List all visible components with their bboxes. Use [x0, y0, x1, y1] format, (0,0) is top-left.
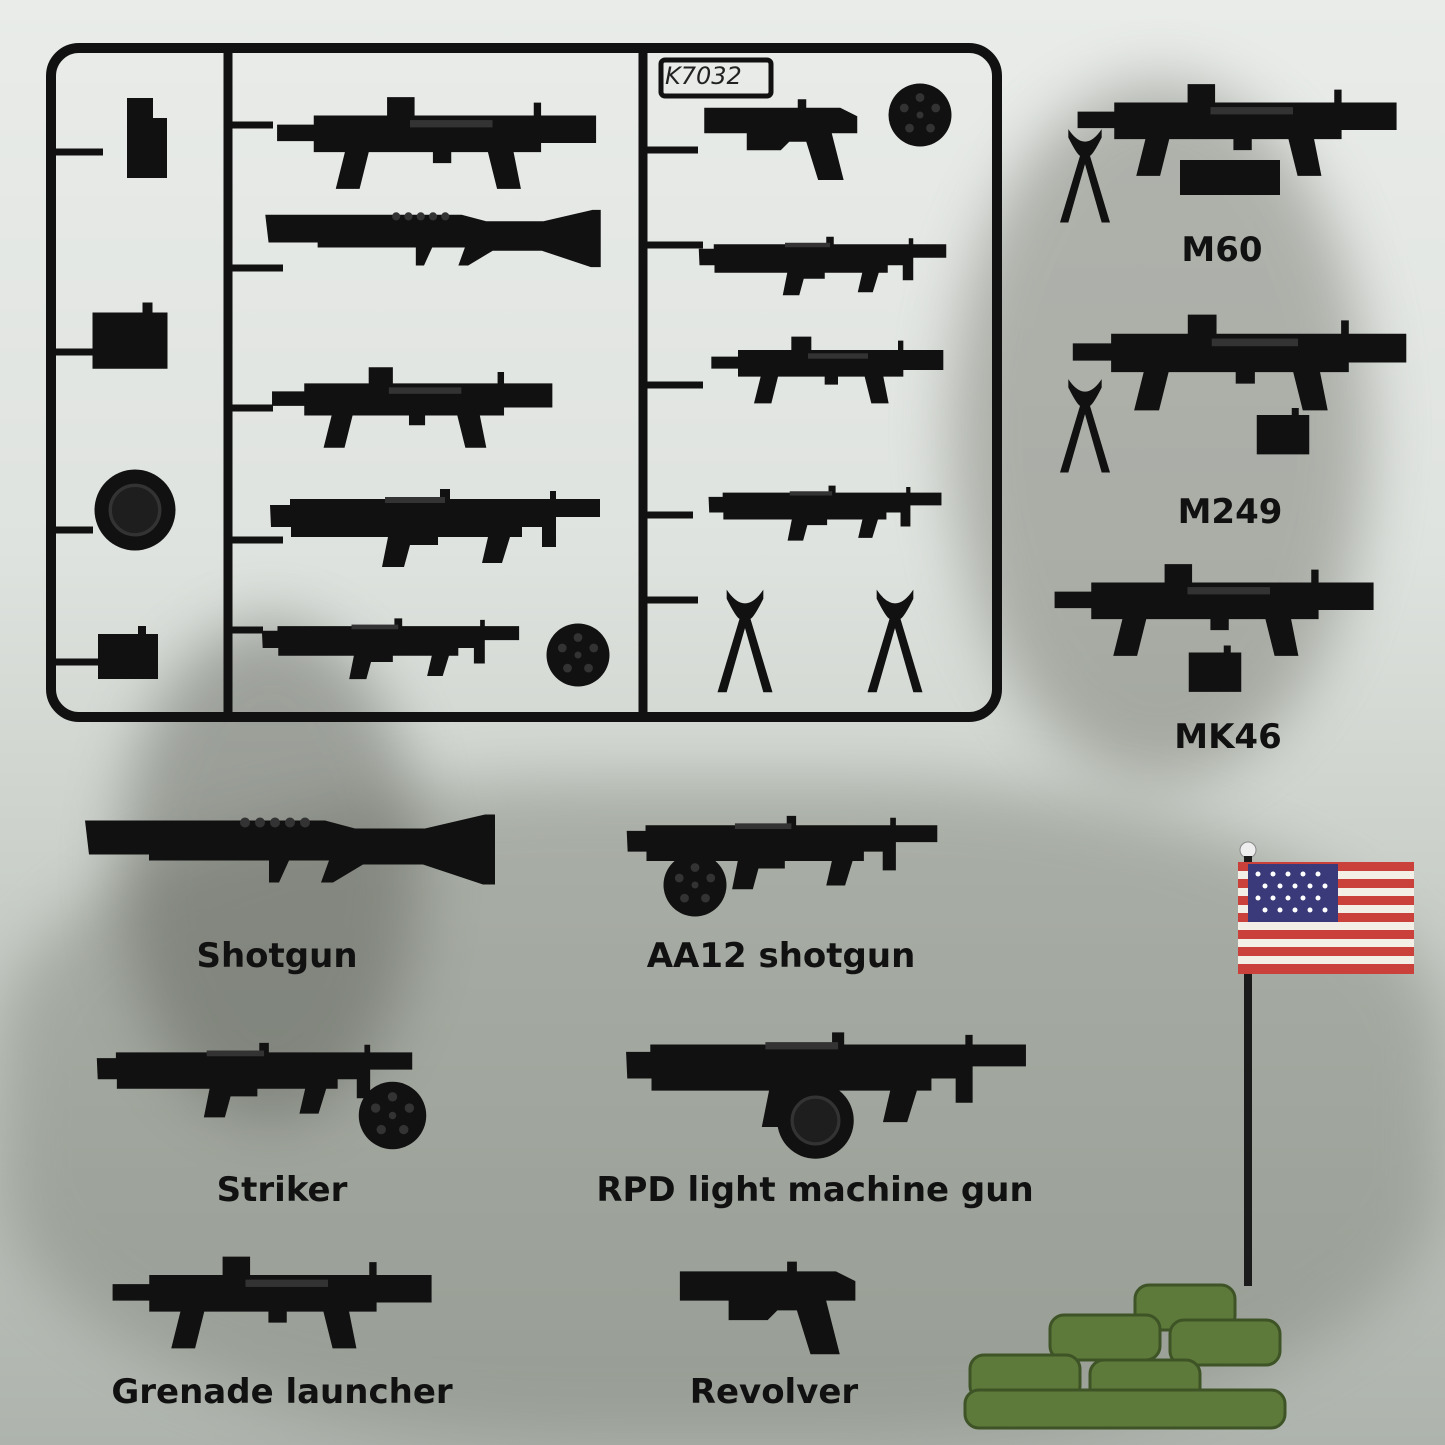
label-shotgun: Shotgun [196, 936, 358, 976]
label-striker: Striker [216, 1170, 348, 1210]
sprue-code: K7032 [665, 62, 742, 90]
m249-bipod [1040, 375, 1130, 475]
revolver-gun [675, 1248, 870, 1363]
flag-pole [1239, 841, 1257, 1286]
us-flag [1238, 862, 1414, 974]
sandbag-base [963, 1283, 1287, 1430]
m249-sprue-part [268, 320, 558, 495]
revolver-sprue-part [700, 90, 870, 185]
striker-cylinder [355, 1078, 430, 1153]
label-mk46: MK46 [1174, 717, 1282, 757]
bipod-sprue-part [700, 585, 790, 695]
striker-sprue-part [258, 585, 523, 700]
small-box-part [88, 620, 168, 688]
m60-sight [1180, 160, 1280, 195]
rpd-sprue-part [265, 470, 605, 570]
aa12-cylinder [660, 850, 730, 920]
bipod-sprue-part-2 [850, 585, 940, 695]
sight-part [127, 98, 167, 178]
label-m60: M60 [1181, 230, 1263, 270]
rpd-drum [768, 1078, 863, 1163]
ammo-box-part [80, 290, 180, 385]
m60-sprue-part [265, 88, 610, 198]
label-grenade-launcher: Grenade launcher [111, 1372, 453, 1412]
aa12-sprue-part [695, 210, 950, 310]
mk46-sprue-part [708, 320, 948, 420]
m249-ammo-box [1248, 395, 1318, 470]
grenade-launcher-sprue-part [705, 450, 945, 565]
shotgun-sprue-part [258, 200, 608, 290]
m60-bipod [1040, 125, 1130, 225]
mk46-ammo-box [1180, 635, 1250, 705]
label-revolver: Revolver [689, 1372, 859, 1412]
shotgun-gun [80, 800, 500, 915]
sprue-frame [46, 43, 1002, 722]
cylinder-sprue-part [543, 620, 613, 690]
cylinder-sprue-part-2 [885, 80, 955, 150]
drum-magazine-part [90, 455, 180, 565]
label-aa12: AA12 shotgun [646, 936, 916, 976]
grenade-launcher-gun [108, 1240, 438, 1365]
label-m249: M249 [1177, 492, 1283, 532]
label-rpd: RPD light machine gun [596, 1170, 1034, 1210]
